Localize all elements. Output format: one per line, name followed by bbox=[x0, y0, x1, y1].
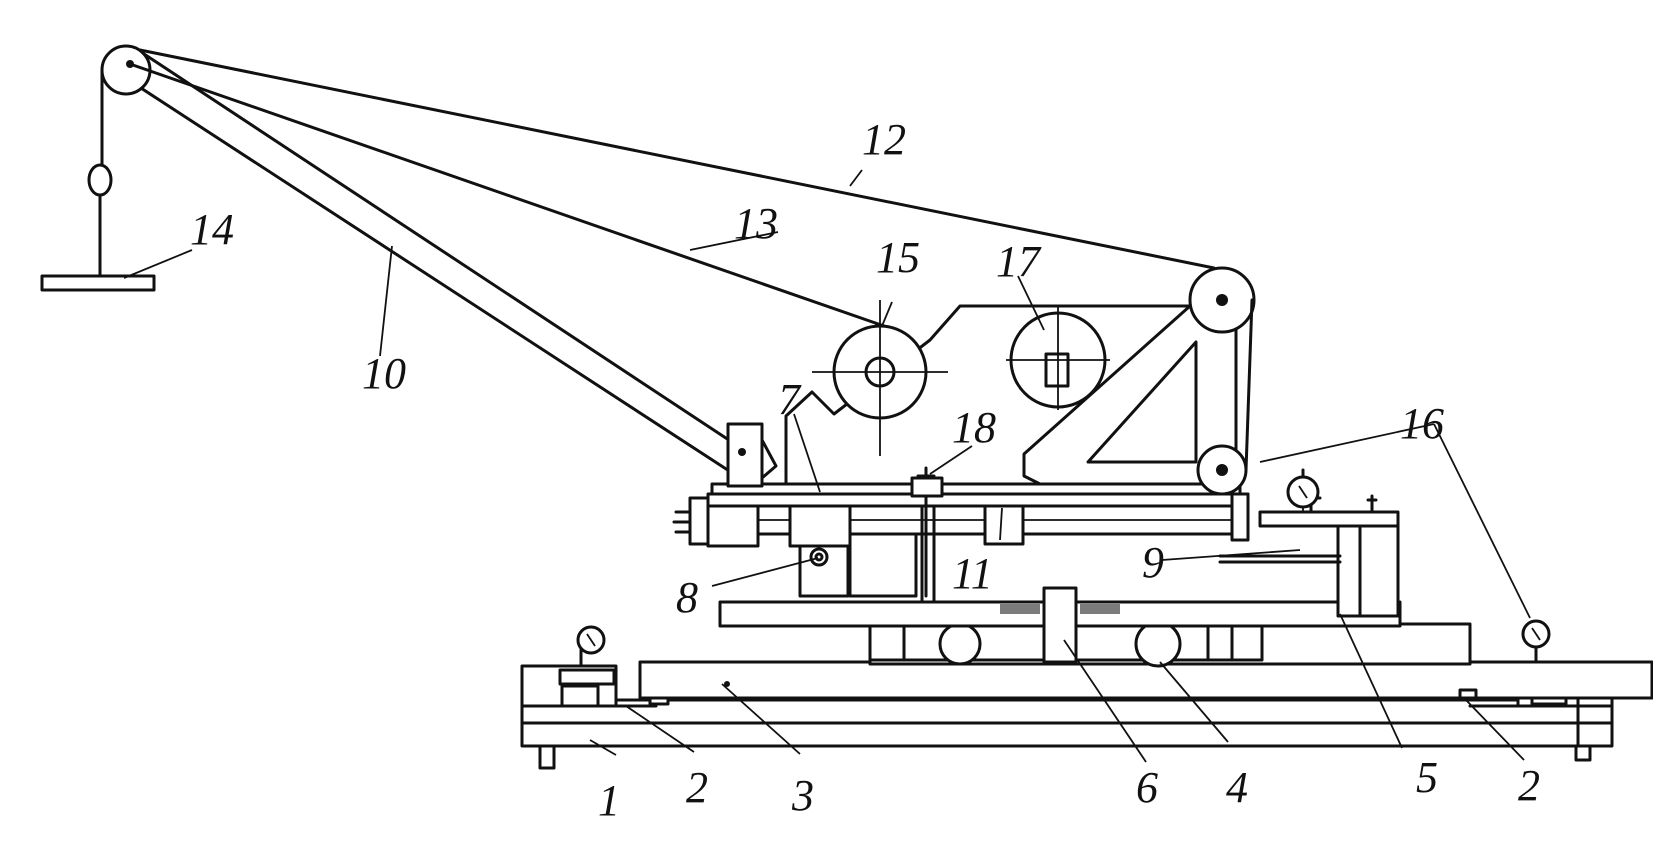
label-7: 7 bbox=[778, 375, 802, 424]
part-labels: 1 2 3 6 4 5 2 7 8 9 10 11 12 13 14 15 16… bbox=[190, 115, 1540, 825]
label-2-right: 2 bbox=[1518, 761, 1540, 810]
label-15: 15 bbox=[876, 233, 920, 282]
lower-frame bbox=[638, 660, 1653, 706]
label-3: 3 bbox=[791, 771, 814, 820]
label-16: 16 bbox=[1400, 399, 1444, 448]
boom-tip-pulley bbox=[40, 44, 156, 292]
label-6: 6 bbox=[1136, 763, 1158, 812]
bolt-18 bbox=[910, 466, 944, 598]
label-5: 5 bbox=[1416, 753, 1438, 802]
label-18: 18 bbox=[952, 403, 996, 452]
label-12: 12 bbox=[862, 115, 906, 164]
label-8: 8 bbox=[676, 573, 698, 622]
label-11: 11 bbox=[952, 549, 993, 598]
label-9: 9 bbox=[1142, 538, 1164, 587]
left-end-support bbox=[520, 625, 658, 708]
slide-platform bbox=[1218, 468, 1400, 618]
boom-10 bbox=[102, 48, 778, 488]
frame-pulleys bbox=[1188, 266, 1256, 496]
base-plate bbox=[520, 698, 1614, 770]
roller-layer bbox=[868, 620, 1472, 668]
weight-14 bbox=[40, 274, 156, 292]
label-14: 14 bbox=[190, 205, 234, 254]
block-11 bbox=[983, 504, 1025, 546]
label-2-left: 2 bbox=[686, 763, 708, 812]
crane-frame bbox=[710, 296, 1242, 496]
drum-17 bbox=[1006, 306, 1110, 410]
label-4: 4 bbox=[1226, 763, 1248, 812]
label-13: 13 bbox=[734, 199, 778, 248]
roller-4 bbox=[1134, 620, 1182, 668]
label-10: 10 bbox=[362, 349, 406, 398]
carriage-blocks bbox=[788, 504, 1025, 604]
roller-left bbox=[938, 622, 982, 666]
leader-lines bbox=[123, 169, 1531, 763]
label-1: 1 bbox=[598, 776, 620, 825]
label-17: 17 bbox=[996, 237, 1042, 286]
